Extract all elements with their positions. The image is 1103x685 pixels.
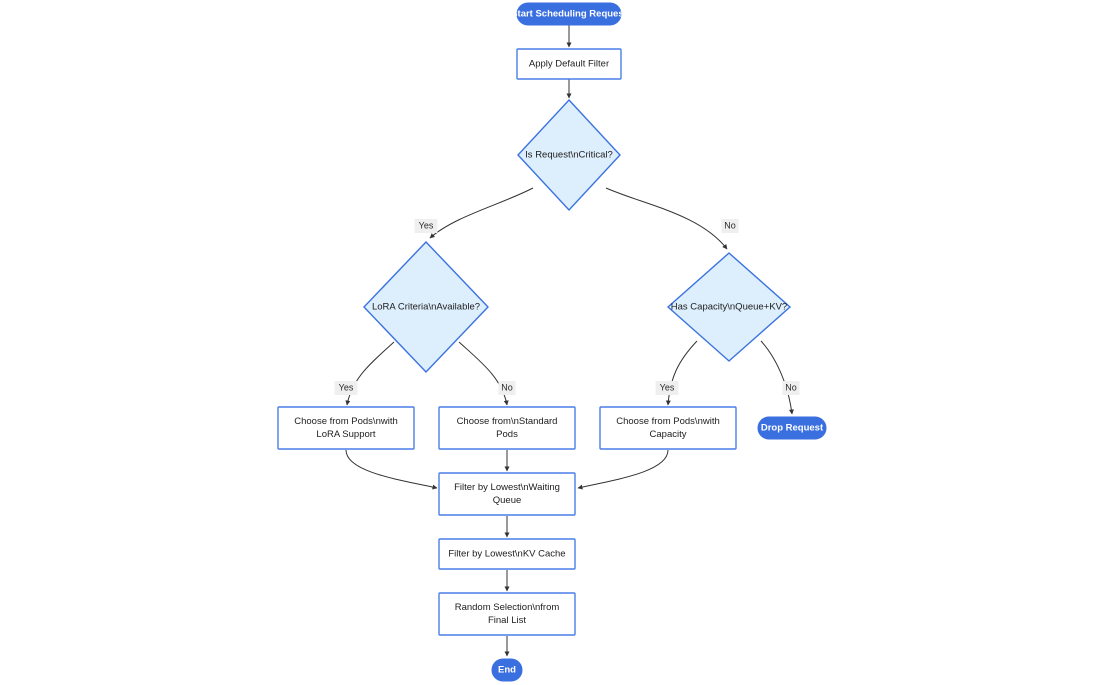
edge-is_request_critical-to-has_capacity_queue_kv [605, 187, 728, 250]
node-shape-stadium [757, 416, 827, 440]
node-shape-rect [599, 406, 737, 450]
node-label-filter_waiting_queue: Filter by Lowest\nWaiting [454, 482, 560, 493]
edge-label-background [721, 219, 739, 233]
edge-choose_pods_capacity-to-filter_waiting_queue [577, 449, 669, 490]
node-label-filter_kv_cache: Filter by Lowest\nKV Cache [448, 549, 565, 560]
edge-label-text: No [501, 382, 513, 392]
edge-label-background [782, 381, 800, 395]
edge-label-background [414, 219, 438, 233]
node-shape-stadium [516, 2, 622, 26]
node-label-lora_criteria_available: LoRA Criteria\nAvailable? [372, 302, 480, 313]
node-label-end: End [498, 665, 516, 676]
node-shape-diamond [666, 252, 792, 362]
node-label-random_selection: Final List [488, 615, 526, 626]
edge-label-background [334, 381, 358, 395]
edge-label-has_capacity_queue_kv-yes: Yes [655, 381, 679, 395]
edge-label-text: Yes [339, 382, 354, 392]
node-shape-rect [438, 472, 576, 516]
node-label-start: Start Scheduling Request [511, 9, 627, 20]
edge-lora_criteria_available-to-choose_standard_pods [458, 341, 509, 406]
node-label-has_capacity_queue_kv: Has Capacity\nQueue+KV? [671, 302, 787, 313]
edge-is_request_critical-to-lora_criteria_available [429, 187, 534, 239]
node-shape-rect [438, 406, 576, 450]
edge-label-text: Yes [419, 220, 434, 230]
node-apply_default_filter: Apply Default Filter [516, 48, 622, 80]
edge-lora_criteria_available-to-choose_pods_lora [345, 341, 395, 406]
edge-has_capacity_queue_kv-to-choose_pods_capacity [665, 340, 698, 406]
edge-label-lora_criteria_available-yes: Yes [334, 381, 358, 395]
node-label-is_request_critical: Is Request\nCritical? [525, 150, 613, 161]
edge-label-text: No [724, 220, 736, 230]
edge-label-has_capacity_queue_kv-no: No [782, 381, 800, 395]
node-label-random_selection: Random Selection\nfrom [455, 602, 560, 613]
node-shape-stadium [491, 658, 523, 682]
node-filter_kv_cache: Filter by Lowest\nKV Cache [438, 538, 576, 570]
node-label-choose_pods_capacity: Choose from Pods\nwith [616, 416, 720, 427]
node-shape-rect [438, 538, 576, 570]
node-lora_criteria_available: LoRA Criteria\nAvailable? [363, 240, 489, 374]
edge-has_capacity_queue_kv-to-drop_request [760, 340, 794, 415]
edge-label-lora_criteria_available-no: No [498, 381, 516, 395]
node-label-drop_request: Drop Request [761, 423, 824, 434]
node-shape-rect [516, 48, 622, 80]
edges-layer [345, 25, 794, 657]
edge-label-background [498, 381, 516, 395]
node-label-choose_pods_lora: LoRA Support [316, 429, 376, 440]
node-drop_request: Drop Request [757, 416, 827, 440]
node-label-choose_standard_pods: Choose from\nStandard [457, 416, 558, 427]
edge-label-background [655, 381, 679, 395]
edge-label-text: No [785, 382, 797, 392]
edge-label-is_request_critical-yes: Yes [414, 219, 438, 233]
node-is_request_critical: Is Request\nCritical? [517, 98, 621, 212]
edge-label-text: Yes [660, 382, 675, 392]
node-label-filter_waiting_queue: Queue [493, 495, 522, 506]
edge-choose_pods_lora-to-filter_waiting_queue [345, 449, 438, 490]
node-has_capacity_queue_kv: Has Capacity\nQueue+KV? [666, 252, 792, 362]
node-end: End [491, 658, 523, 682]
node-start: Start Scheduling Request [511, 2, 628, 26]
node-shape-diamond [517, 98, 621, 212]
node-label-choose_pods_lora: Choose from Pods\nwith [294, 416, 398, 427]
node-shape-rect [277, 406, 415, 450]
node-label-choose_standard_pods: Pods [496, 429, 518, 440]
node-shape-rect [438, 592, 576, 636]
edge-label-is_request_critical-no: No [721, 219, 739, 233]
node-label-choose_pods_capacity: Capacity [650, 429, 687, 440]
node-label-apply_default_filter: Apply Default Filter [529, 59, 609, 70]
node-shape-diamond [363, 240, 489, 374]
